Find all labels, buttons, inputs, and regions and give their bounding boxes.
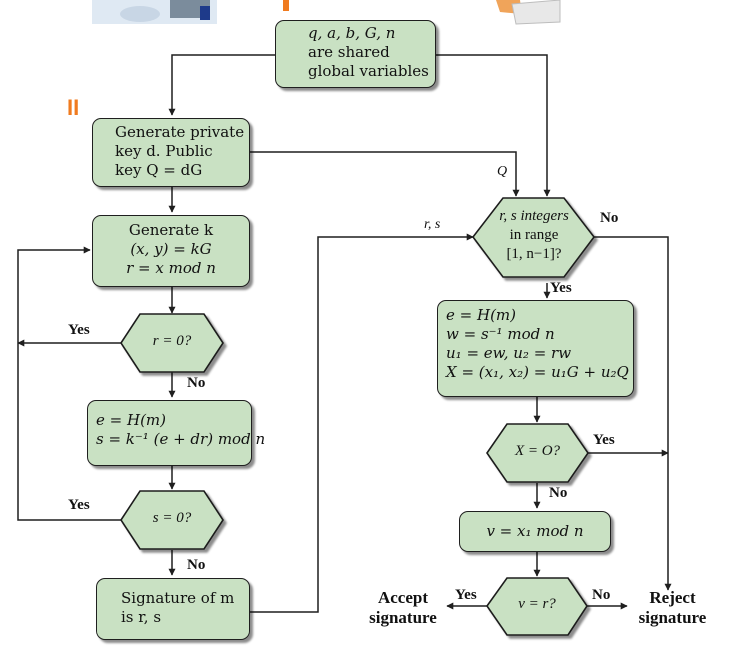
decision-r-zero [120, 313, 224, 373]
label-rs: r, s [424, 217, 441, 232]
v-calc-line: v = x₁ mod n [486, 522, 584, 540]
decision-v-equals-r [486, 577, 588, 636]
label-no-s: No [187, 557, 206, 573]
label-yes-r: Yes [68, 322, 90, 338]
compute-s-box: e = H(m) s = k⁻¹ (e + dr) mod n [87, 400, 266, 466]
verify-line-3: u₁ = ew, u₂ = rw [446, 344, 572, 362]
keygen-box: Generate private key d. Public key Q = d… [92, 118, 250, 187]
verify-line-2: w = s⁻¹ mod n [446, 325, 555, 343]
label-yes-x: Yes [593, 432, 615, 448]
verify-line-1: e = H(m) [446, 306, 516, 324]
arrow-range-no [594, 236, 672, 591]
label-no-x: No [549, 485, 568, 501]
range-line-1: r, s integers [499, 208, 569, 224]
clipart-right-image [496, 0, 561, 25]
signature-line-2: is r, s [121, 608, 162, 626]
s-zero-text: s = 0? [152, 510, 192, 526]
range-line-2: in range [509, 227, 559, 243]
label-no-range: No [600, 210, 619, 226]
signature-box: Signature of m is r, s [96, 578, 250, 640]
label-q: Q [497, 164, 508, 179]
compute-s-line-1: e = H(m) [96, 411, 166, 429]
section-marker-ii: II [67, 95, 80, 120]
reject-signature-label: Reject signature [625, 588, 720, 628]
label-yes-range: Yes [550, 280, 572, 296]
clipart-left-image [92, 0, 217, 24]
range-line-3: [1, n−1]? [506, 246, 562, 262]
shared-line-2: are shared [308, 43, 390, 61]
v-calc-box: v = x₁ mod n [459, 511, 611, 552]
reject-line-2: signature [638, 608, 707, 627]
label-no-v: No [592, 587, 611, 603]
signature-line-1: Signature of m [121, 589, 235, 607]
accept-line-1: Accept [377, 588, 429, 607]
verify-compute-box: e = H(m) w = s⁻¹ mod n u₁ = ew, u₂ = rw … [437, 300, 634, 397]
arrow-public-key-q [250, 151, 520, 197]
keygen-line-1: Generate private [115, 123, 245, 141]
genk-line-2: (x, y) = kG [130, 240, 212, 258]
label-yes-v: Yes [455, 587, 477, 603]
arrow-shared-to-keygen [168, 54, 275, 116]
accept-line-2: signature [369, 608, 437, 627]
x-is-o-text: X = O? [514, 443, 561, 459]
marker-bar-top [283, 0, 289, 11]
shared-line-3: global variables [308, 62, 429, 80]
arrow-shared-to-range [436, 54, 551, 197]
range-check-text: r, s integers in range [1, n−1]? [478, 207, 590, 264]
decision-s-zero [120, 490, 224, 550]
accept-signature-label: Accept signature [358, 588, 448, 628]
generate-k-box: Generate k (x, y) = kG r = x mod n [92, 215, 250, 287]
verify-line-4: X = (x₁, x₂) = u₁G + u₂Q [446, 363, 629, 381]
compute-s-line-2: s = k⁻¹ (e + dr) mod n [96, 430, 266, 448]
v-equals-r-text: v = r? [518, 596, 556, 612]
r-zero-text: r = 0? [152, 333, 192, 349]
keygen-line-3: key Q = dG [115, 161, 203, 179]
shared-variables-box: q, a, b, G, n are shared global variable… [275, 20, 436, 88]
shared-line-1: q, a, b, G, n [308, 24, 396, 42]
decision-range-check [471, 197, 596, 278]
label-no-r: No [187, 375, 206, 391]
genk-line-3: r = x mod n [126, 259, 216, 277]
label-yes-s: Yes [68, 497, 90, 513]
genk-line-1: Generate k [128, 221, 214, 239]
arrow-scheck-yes-loop [17, 246, 121, 521]
decision-x-is-o [486, 423, 589, 483]
reject-line-1: Reject [649, 588, 696, 607]
keygen-line-2: key d. Public [115, 142, 213, 160]
arrow-signature-rs [250, 233, 474, 613]
